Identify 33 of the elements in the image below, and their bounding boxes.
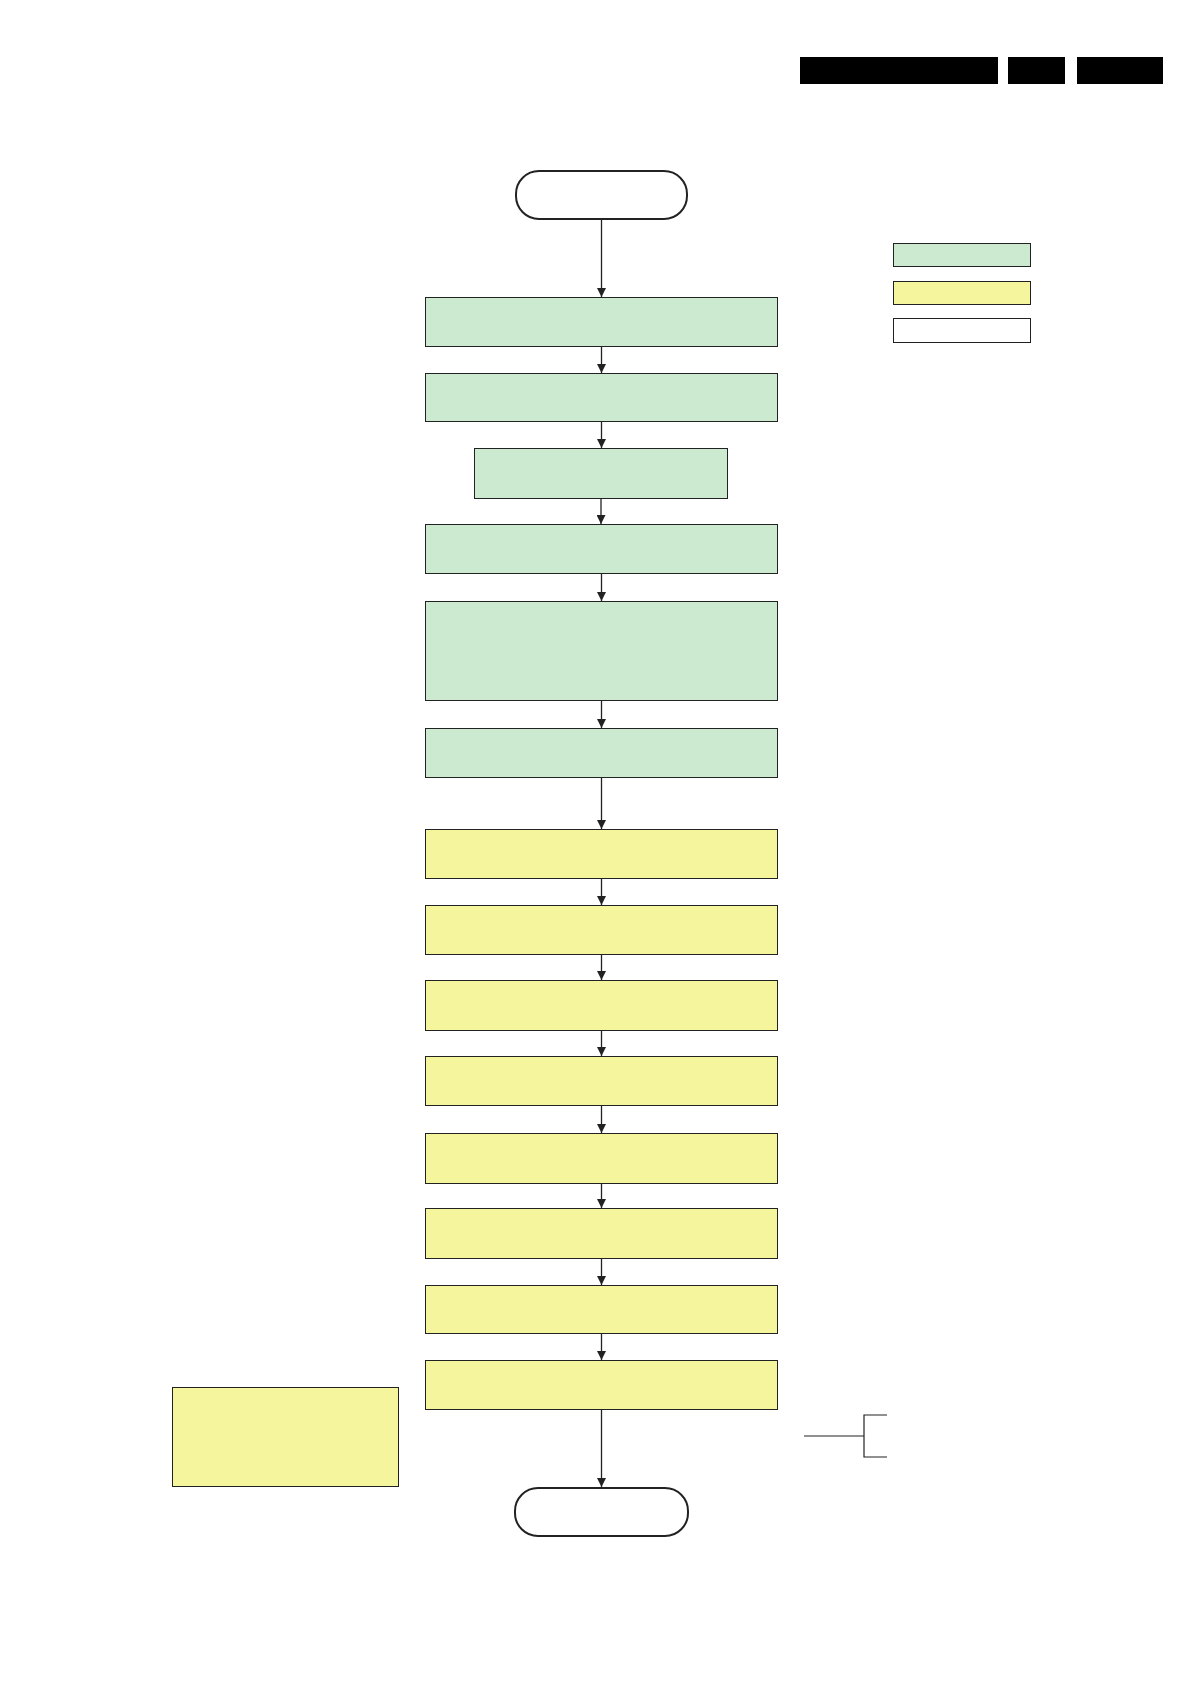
process-box [425, 1133, 778, 1184]
arrow [597, 1258, 606, 1286]
process-box [425, 1208, 778, 1259]
process-box [425, 373, 778, 422]
process-box [425, 601, 778, 701]
process-box [425, 1285, 778, 1334]
process-box [893, 243, 1031, 267]
process-box [425, 1056, 778, 1106]
process-box [893, 318, 1031, 343]
process-box [425, 1360, 778, 1410]
arrow [597, 700, 606, 729]
process-box [425, 297, 778, 347]
arrow [597, 1409, 606, 1488]
process-box [172, 1387, 399, 1487]
process-box [474, 448, 728, 499]
arrow [597, 346, 606, 374]
arrow [597, 954, 606, 981]
arrow [596, 498, 606, 525]
arrow [597, 777, 606, 830]
arrow [597, 1333, 606, 1361]
process-box [425, 728, 778, 778]
arrow [597, 573, 606, 602]
arrow [597, 1105, 606, 1134]
process-box [893, 281, 1031, 305]
process-box [425, 524, 778, 574]
process-box [425, 980, 778, 1031]
process-box [425, 905, 778, 955]
arrow [597, 1183, 606, 1209]
arrow [597, 421, 606, 449]
process-box [425, 829, 778, 879]
arrow [597, 1030, 606, 1057]
arrow [597, 219, 606, 298]
arrow [597, 878, 606, 906]
